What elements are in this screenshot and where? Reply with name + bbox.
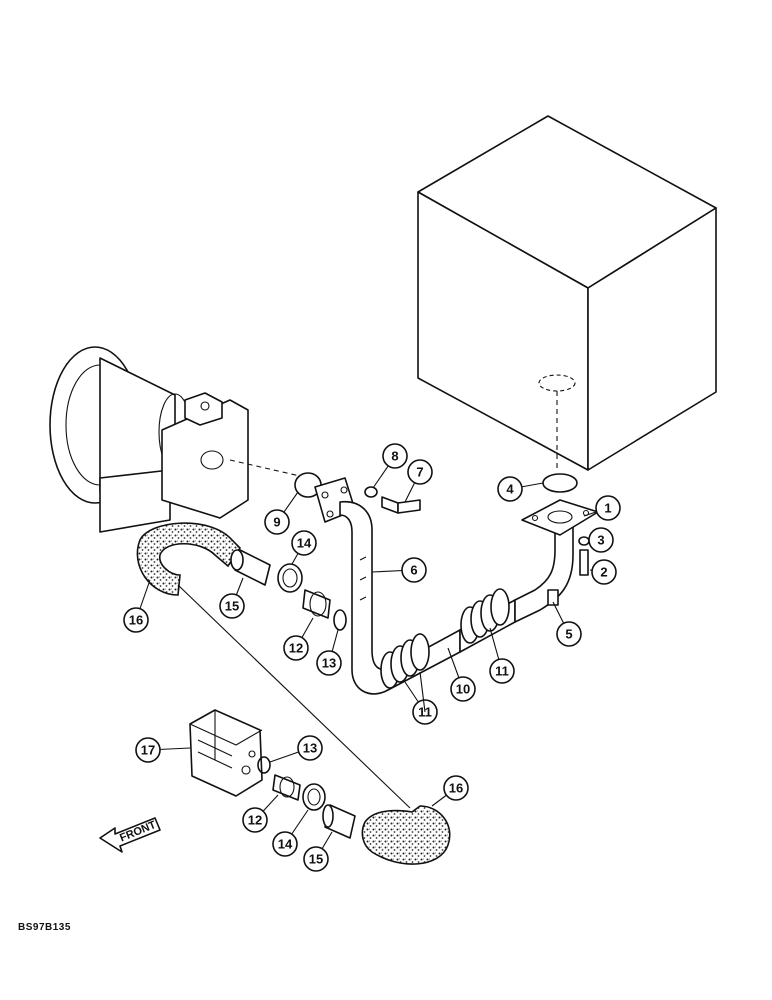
- callout-circle: [595, 495, 621, 521]
- callout-number: 1: [604, 501, 611, 516]
- callout-11: 11: [489, 658, 515, 684]
- gear-pump-17: [189, 709, 263, 797]
- callout-9: 9: [264, 509, 290, 535]
- callout-6: 6: [401, 557, 427, 583]
- callout-leader-11: [419, 671, 426, 713]
- callout-circle: [272, 831, 298, 857]
- callout-circle: [556, 621, 582, 647]
- plug-5: [547, 589, 559, 606]
- callout-number: 10: [456, 682, 470, 697]
- front-label: FRONT: [118, 819, 158, 844]
- callout-circle: [407, 459, 433, 485]
- adapter-12-lower: [272, 774, 301, 801]
- callout-circle: [135, 737, 161, 763]
- o-ring-13-upper: [333, 609, 347, 631]
- callout-number: 13: [303, 741, 317, 756]
- callout-circle: [291, 530, 317, 556]
- callout-number: 15: [309, 852, 323, 867]
- callout-4: 4: [497, 476, 523, 502]
- callout-13: 13: [316, 650, 342, 676]
- callout-circle: [450, 676, 476, 702]
- callout-number: 5: [565, 627, 572, 642]
- callout-17: 17: [135, 737, 161, 763]
- insulated-hose-16-lower: [361, 805, 451, 865]
- callout-circle: [297, 735, 323, 761]
- bellows-coupling-upper: [460, 588, 510, 644]
- callout-number: 7: [416, 465, 423, 480]
- callout-13: 13: [297, 735, 323, 761]
- callout-circle: [497, 476, 523, 502]
- hydraulic-tank: [417, 115, 717, 471]
- callout-number: 16: [449, 781, 463, 796]
- callout-number: 14: [297, 536, 312, 551]
- callout-circle: [264, 509, 290, 535]
- connector-tube-15-lower: [322, 804, 356, 839]
- callout-3: 3: [588, 527, 614, 553]
- callout-number: 13: [322, 656, 336, 671]
- callout-1: 1: [595, 495, 621, 521]
- adapter-12-upper: [302, 589, 331, 619]
- callout-16: 16: [443, 775, 469, 801]
- callout-number: 15: [225, 599, 239, 614]
- callout-circle: [303, 846, 329, 872]
- callout-number: 4: [506, 482, 514, 497]
- callout-16: 16: [123, 607, 149, 633]
- callout-circle: [123, 607, 149, 633]
- callout-2: 2: [591, 559, 617, 585]
- suction-pipe: [339, 501, 574, 695]
- callout-number: 11: [495, 664, 509, 679]
- hose-clamp-14-upper: [277, 563, 303, 593]
- o-ring-13-lower: [257, 756, 271, 774]
- drawing-code: BS97B135: [18, 922, 71, 933]
- insulated-hose-16-upper: [136, 522, 242, 596]
- callout-14: 14: [272, 831, 298, 857]
- callout-number: 2: [600, 565, 607, 580]
- callout-7: 7: [407, 459, 433, 485]
- tank-flange-1: [521, 499, 599, 536]
- callout-14: 14: [291, 530, 317, 556]
- callout-15: 15: [303, 846, 329, 872]
- callout-circle: [489, 658, 515, 684]
- callout-number: 9: [273, 515, 280, 530]
- bolt-7: [381, 496, 421, 514]
- engine-flywheel-housing: [49, 346, 301, 533]
- callout-circle: [242, 807, 268, 833]
- callout-number: 14: [278, 837, 293, 852]
- callout-number: 17: [141, 743, 155, 758]
- callout-number: 16: [129, 613, 143, 628]
- callout-12: 12: [242, 807, 268, 833]
- callout-12: 12: [283, 635, 309, 661]
- callout-15: 15: [219, 593, 245, 619]
- washer-8: [364, 486, 378, 498]
- o-ring-4: [542, 473, 578, 493]
- callout-8: 8: [382, 443, 408, 469]
- callout-number: 12: [248, 813, 262, 828]
- callout-circle: [401, 557, 427, 583]
- callout-circle: [283, 635, 309, 661]
- callout-circle: [591, 559, 617, 585]
- callout-number: 8: [391, 449, 398, 464]
- callout-number: 12: [289, 641, 303, 656]
- front-direction-arrow: FRONT: [99, 817, 161, 853]
- callout-circle: [382, 443, 408, 469]
- callout-circle: [443, 775, 469, 801]
- bellows-coupling-lower: [380, 633, 430, 689]
- bolt-2: [579, 549, 589, 576]
- washer-3: [578, 536, 590, 546]
- hose-clamp-14-lower: [302, 783, 326, 811]
- callout-number: 3: [597, 533, 604, 548]
- callout-5: 5: [556, 621, 582, 647]
- callout-circle: [316, 650, 342, 676]
- callout-circle: [588, 527, 614, 553]
- callout-number: 6: [410, 563, 417, 578]
- callout-10: 10: [450, 676, 476, 702]
- connector-tube-15-upper: [230, 549, 271, 586]
- callout-circle: [219, 593, 245, 619]
